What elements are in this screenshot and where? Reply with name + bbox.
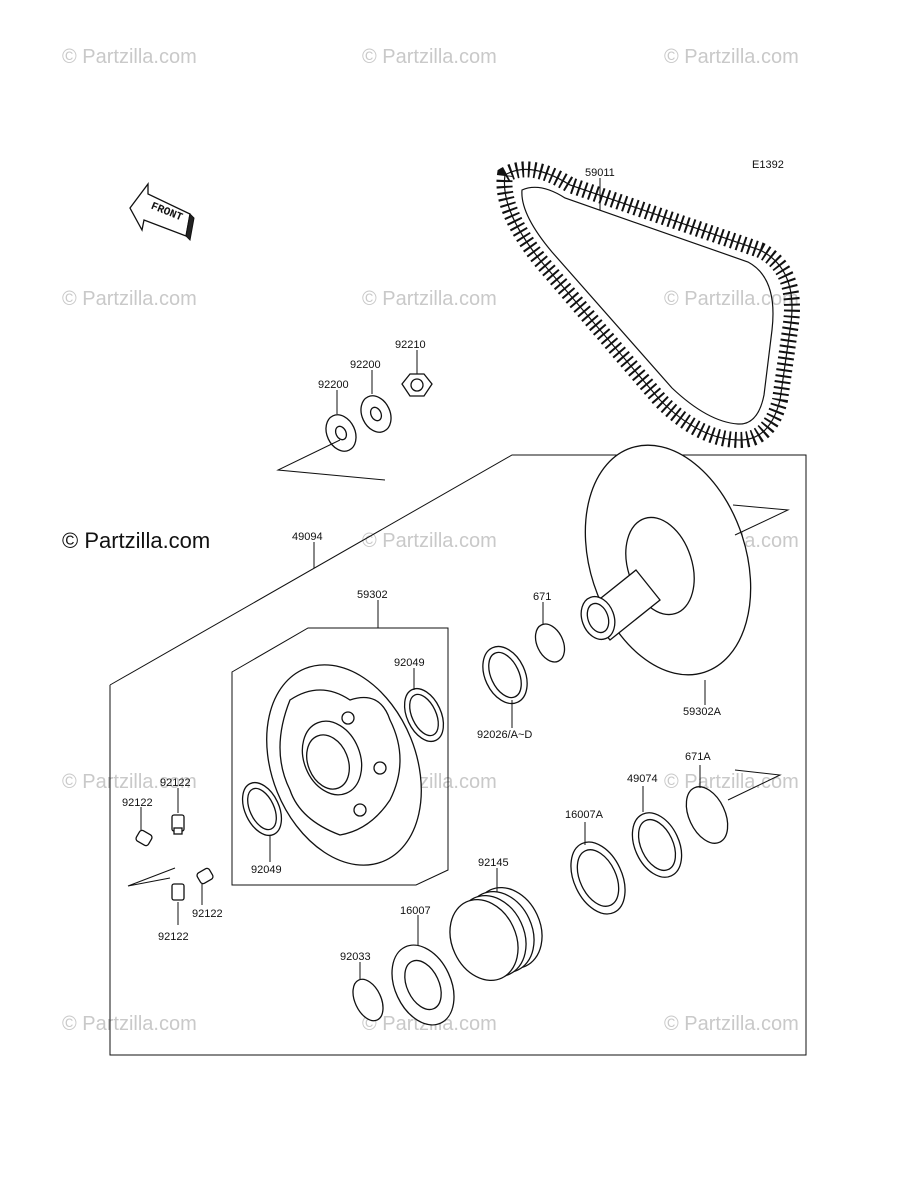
- part-label-cam-b: 16007: [400, 905, 431, 917]
- part-label-belt: 59011: [585, 167, 615, 179]
- roller: [171, 883, 185, 901]
- part-label-roller-1: 92122: [160, 777, 191, 789]
- watermark: © Partzilla.com: [664, 288, 799, 310]
- part-label-seal-top: 92049: [394, 657, 425, 669]
- roller: [135, 829, 153, 847]
- fixed-face: [580, 444, 752, 676]
- oring: [534, 623, 566, 663]
- front-arrow-icon: FRONT: [129, 182, 195, 242]
- circlip: [352, 978, 384, 1022]
- watermark: © Partzilla.com: [362, 46, 497, 68]
- copyright-notice: © Partzilla.com: [62, 528, 210, 553]
- part-label-shim: 92026/A~D: [477, 729, 532, 741]
- washer-c: [631, 812, 683, 878]
- part-label-oring-b: 671A: [685, 751, 711, 763]
- part-label-driven-face: 59302: [357, 589, 388, 601]
- part-label-assy: 49094: [292, 531, 323, 543]
- part-label-circlip: 92033: [340, 951, 371, 963]
- part-label-washer-a: 92200: [318, 379, 349, 391]
- watermark: © Partzilla.com: [62, 1013, 197, 1035]
- part-label-washer-c: 49074: [627, 773, 658, 785]
- shim: [482, 645, 528, 705]
- part-label-cam: 16007A: [565, 809, 604, 821]
- diagram-code: E1392: [752, 159, 784, 171]
- watermark: © Partzilla.com: [664, 1013, 799, 1035]
- watermark: © Partzilla.com: [664, 46, 799, 68]
- nut: [401, 373, 433, 397]
- part-label-washer-b: 92200: [350, 359, 381, 371]
- seal-bottom: [241, 781, 283, 837]
- part-label-oring: 671: [533, 591, 551, 603]
- watermark: © Partzilla.com: [362, 288, 497, 310]
- watermark: © Partzilla.com: [62, 46, 197, 68]
- driven-face: [266, 664, 422, 866]
- drive-belt: [496, 161, 800, 449]
- oring-b: [685, 786, 729, 844]
- part-label-roller-2: 92122: [122, 797, 153, 809]
- part-label-fixed-face: 59302A: [683, 706, 722, 718]
- seal-top: [403, 687, 445, 743]
- cam-b: [391, 944, 455, 1026]
- watermarks: © Partzilla.com © Partzilla.com © Partzi…: [62, 46, 799, 1035]
- roller: [171, 814, 185, 835]
- spring: [449, 886, 543, 982]
- part-label-seal-bottom: 92049: [251, 864, 282, 876]
- part-label-roller-4: 92122: [158, 931, 189, 943]
- cam: [570, 841, 626, 915]
- roller: [196, 867, 214, 885]
- part-label-nut: 92210: [395, 339, 426, 351]
- watermark: © Partzilla.com: [362, 530, 497, 552]
- part-label-roller-3: 92122: [192, 908, 223, 920]
- watermark: © Partzilla.com: [664, 771, 799, 793]
- part-label-spring: 92145: [478, 857, 509, 869]
- watermark: © Partzilla.com: [62, 288, 197, 310]
- watermark: © Partzilla.com: [62, 771, 197, 793]
